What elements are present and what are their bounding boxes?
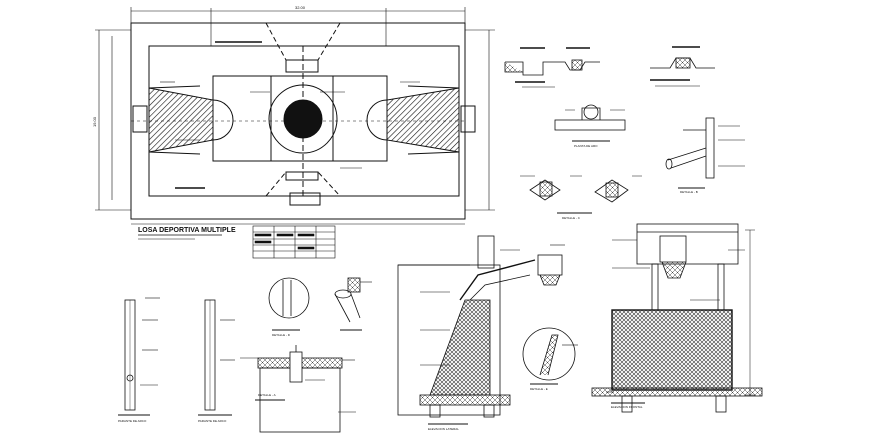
- detail-e-circle: [522, 327, 578, 385]
- label-planta-aro: PLANTA DE ARO: [574, 144, 598, 148]
- elevation-frontal: [591, 223, 763, 413]
- detail-d-circle: [268, 277, 310, 331]
- label-elev-lateral: ELEVACION LATERAL: [428, 427, 459, 431]
- court-dim-top: 32.00: [295, 5, 306, 10]
- label-parante-2: PARANTE DE ARCO: [198, 419, 227, 423]
- label-detalle-a: DETALLE - A: [258, 393, 276, 397]
- detail-b-pipe: [665, 117, 745, 189]
- center-circle-inner: [283, 99, 323, 139]
- label-detalle-e: DETALLE - E: [530, 387, 548, 391]
- parante-left: [118, 297, 160, 416]
- court-plan: [95, 7, 495, 225]
- detail-planta-aro: [554, 104, 626, 142]
- elevation-lateral: [397, 235, 565, 425]
- label-parante: PARANTE DE ARCO: [118, 419, 147, 423]
- detail-tube: [334, 277, 372, 331]
- detail-a-footing: [240, 345, 356, 433]
- legend-table: [252, 225, 336, 259]
- label-detalle-b: DETALLE - B: [680, 190, 698, 194]
- center-circle-outer: [268, 84, 338, 154]
- court-dim-left: 19.00: [92, 116, 97, 127]
- parante-right: [198, 299, 235, 416]
- label-detalle-d: DETALLE - D: [272, 333, 291, 337]
- label-elev-frontal: ELEVACION FRONTAL: [611, 405, 643, 409]
- detail-a-sections: [504, 46, 715, 88]
- detail-c-brackets: [520, 175, 642, 214]
- label-detalle-c: DETALLE - C: [562, 216, 581, 220]
- sheet-title: LOSA DEPORTIVA MULTIPLE: [138, 227, 236, 234]
